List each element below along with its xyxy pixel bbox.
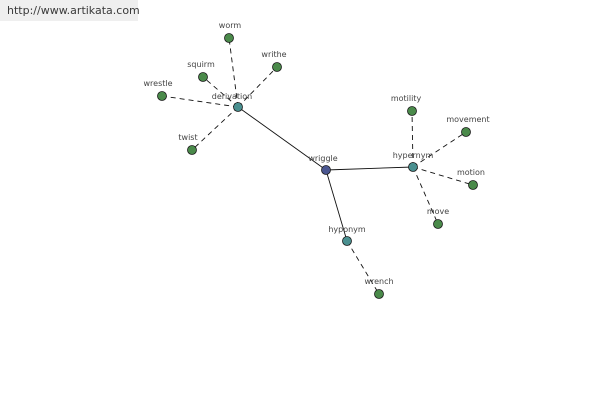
term-node-motion[interactable]: motion xyxy=(457,168,485,190)
edge-hyponym-wrench xyxy=(346,240,380,295)
edge-wriggle-hyponym xyxy=(325,169,348,242)
center-node-wriggle[interactable]: wriggle xyxy=(308,154,338,175)
term-label: writhe xyxy=(261,50,286,59)
term-dot[interactable] xyxy=(187,145,197,155)
relation-node-derivation[interactable]: derivation xyxy=(212,92,252,112)
nodes: derivation worm squirm writhe wrestle twist hy… xyxy=(143,21,490,299)
edge-wriggle-derivation xyxy=(237,106,327,171)
edge-hypernym-motility xyxy=(411,110,414,168)
term-label: twist xyxy=(178,133,197,142)
term-node-worm[interactable]: worm xyxy=(219,21,242,43)
center-dot[interactable] xyxy=(321,165,331,175)
term-label: move xyxy=(427,207,449,216)
term-dot[interactable] xyxy=(272,62,282,72)
term-label: movement xyxy=(446,115,489,124)
relation-label: hypernym xyxy=(393,151,434,160)
term-node-wrench[interactable]: wrench xyxy=(364,277,394,299)
term-dot[interactable] xyxy=(224,33,234,43)
term-label: motion xyxy=(457,168,485,177)
url-banner: http://www.artikata.com xyxy=(0,0,140,21)
edge-derivation-wrestle xyxy=(161,95,239,108)
term-dot[interactable] xyxy=(433,219,443,229)
relation-dot[interactable] xyxy=(408,162,418,172)
edge-derivation-worm xyxy=(228,37,239,108)
edge-hypernym-motion xyxy=(412,166,474,186)
term-label: worm xyxy=(219,21,242,30)
term-dot[interactable] xyxy=(461,127,471,137)
term-dot[interactable] xyxy=(198,72,208,82)
edge-derivation-writhe xyxy=(237,66,278,108)
term-label: wrench xyxy=(364,277,393,286)
edges xyxy=(161,37,474,295)
relation-label: hyponym xyxy=(328,225,366,234)
edge-hypernym-movement xyxy=(412,131,467,168)
term-node-movement[interactable]: movement xyxy=(446,115,490,137)
term-node-writhe[interactable]: writhe xyxy=(261,50,287,72)
term-dot[interactable] xyxy=(468,180,478,190)
term-dot[interactable] xyxy=(374,289,384,299)
relation-node-hypernym[interactable]: hypernym xyxy=(393,151,434,172)
relation-label: derivation xyxy=(212,92,252,101)
site-url[interactable]: http://www.artikata.com xyxy=(7,4,140,17)
edge-derivation-twist xyxy=(191,106,239,151)
term-label: squirm xyxy=(187,60,215,69)
term-node-twist[interactable]: twist xyxy=(178,133,198,155)
term-dot[interactable] xyxy=(157,91,167,101)
term-node-squirm[interactable]: squirm xyxy=(187,60,215,82)
term-label: wrestle xyxy=(143,79,172,88)
relation-node-hyponym[interactable]: hyponym xyxy=(328,225,366,246)
term-label: motility xyxy=(391,94,422,103)
relation-dot[interactable] xyxy=(233,102,243,112)
relation-dot[interactable] xyxy=(342,236,352,246)
term-node-move[interactable]: move xyxy=(427,207,449,229)
term-dot[interactable] xyxy=(407,106,417,116)
term-node-wrestle[interactable]: wrestle xyxy=(143,79,173,101)
edge-wriggle-hypernym xyxy=(325,166,414,171)
edge-hypernym-move xyxy=(412,166,439,225)
edge-derivation-squirm xyxy=(202,76,239,108)
term-node-motility[interactable]: motility xyxy=(391,94,422,116)
center-label: wriggle xyxy=(308,154,337,163)
